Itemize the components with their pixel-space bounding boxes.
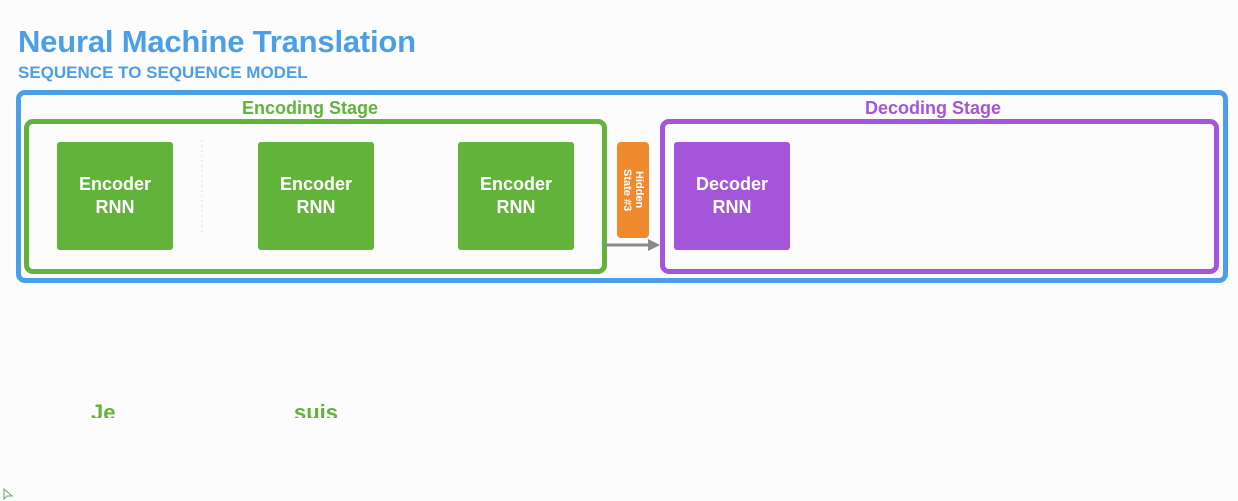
encoding-stage-label: Encoding Stage bbox=[242, 98, 379, 118]
hidden-state-3: Hidden State #3 bbox=[617, 142, 649, 238]
hidden-state-line2: State #3 bbox=[621, 168, 633, 212]
seq2seq-model-frame bbox=[16, 90, 1228, 283]
output-word-fragment-2: suis bbox=[294, 402, 339, 418]
output-word-fragment-1: Je bbox=[91, 402, 116, 418]
faint-divider-line bbox=[201, 140, 203, 236]
encoder-rnn-3: Encoder RNN bbox=[458, 142, 574, 250]
decoding-stage-label: Decoding Stage bbox=[865, 98, 1002, 118]
encoder-rnn-2-line2: RNN bbox=[296, 197, 336, 217]
encoder-rnn-2-line1: Encoder bbox=[279, 174, 353, 194]
encoder-rnn-3-line1: Encoder bbox=[479, 174, 553, 194]
decoder-rnn-1: Decoder RNN bbox=[674, 142, 790, 250]
hidden-state-line1: Hidden bbox=[633, 171, 645, 209]
encoder-rnn-1-line2: RNN bbox=[95, 197, 135, 217]
decoding-stage-box bbox=[660, 119, 1219, 274]
diagram-subtitle: SEQUENCE TO SEQUENCE MODEL bbox=[18, 63, 308, 82]
encoder-rnn-2: Encoder RNN bbox=[258, 142, 374, 250]
encoder-rnn-1-line1: Encoder bbox=[78, 174, 152, 194]
encoding-stage-box bbox=[24, 119, 607, 274]
arrow-right-icon bbox=[604, 239, 660, 251]
decoder-rnn-1-line2: RNN bbox=[712, 197, 752, 217]
diagram-title: Neural Machine Translation bbox=[18, 24, 416, 59]
encoder-rnn-1: Encoder RNN bbox=[57, 142, 173, 250]
cursor-icon bbox=[3, 488, 13, 500]
decoder-rnn-1-line1: Decoder bbox=[695, 174, 769, 194]
encoder-rnn-3-line2: RNN bbox=[496, 197, 536, 217]
